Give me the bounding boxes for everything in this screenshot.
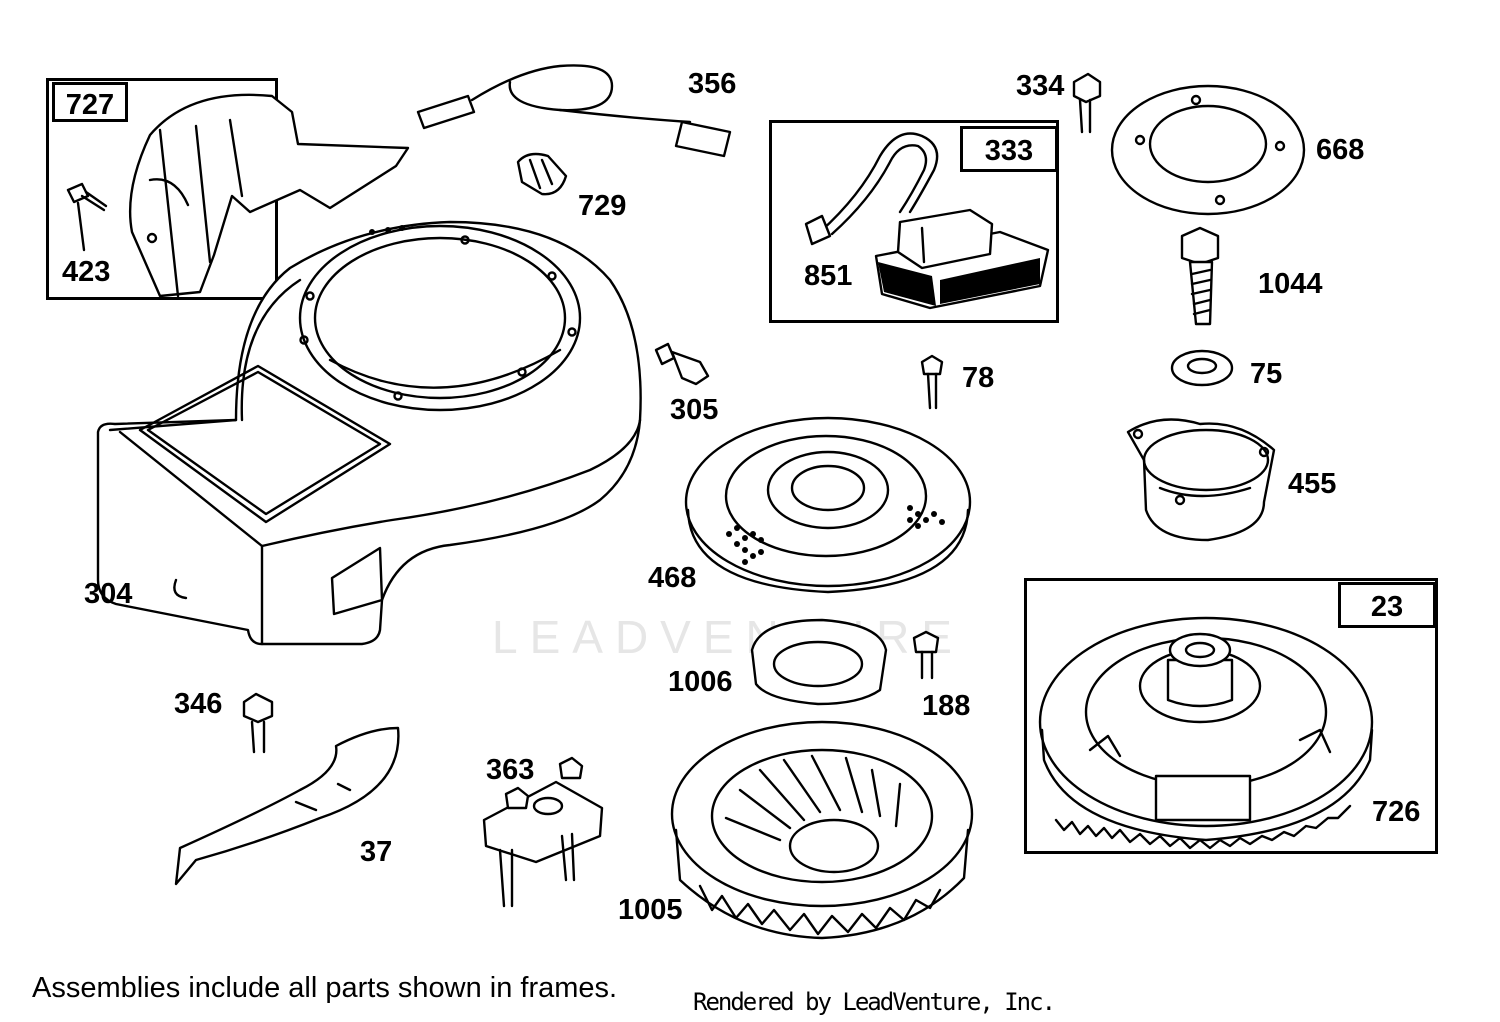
callout-304: 304 xyxy=(84,578,133,610)
bracket-part xyxy=(482,756,604,908)
callout-37: 37 xyxy=(360,836,393,868)
callout-1044: 1044 xyxy=(1258,268,1323,300)
frame-23 xyxy=(1024,578,1438,854)
screw-188-part xyxy=(912,630,940,680)
bolt-1044-part xyxy=(1180,226,1220,326)
assembly-footnote: Assemblies include all parts shown in fr… xyxy=(32,972,618,1004)
screw-423-part xyxy=(66,182,108,252)
callout-851: 851 xyxy=(804,260,853,292)
callout-334: 334 xyxy=(1016,70,1065,102)
frame-333 xyxy=(769,120,1059,323)
callout-75: 75 xyxy=(1250,358,1283,390)
callout-188: 188 xyxy=(922,690,971,722)
deflector-part xyxy=(174,726,400,886)
render-credit: Rendered by LeadVenture, Inc. xyxy=(693,988,1056,1016)
callout-305: 305 xyxy=(670,394,719,426)
washer-part xyxy=(1170,349,1234,387)
cup-part xyxy=(1126,418,1276,542)
bolt-334-part xyxy=(1072,72,1102,134)
plate-part xyxy=(1110,84,1306,216)
callout-726: 726 xyxy=(1372,796,1421,828)
flywheel-part xyxy=(1038,616,1374,850)
wire-harness-part xyxy=(416,64,732,158)
callout-423: 423 xyxy=(62,256,111,288)
callout-468: 468 xyxy=(648,562,697,594)
armature-part xyxy=(804,132,1050,310)
callout-727: 727 xyxy=(52,82,128,122)
callout-1005: 1005 xyxy=(618,894,683,926)
fan-part xyxy=(670,720,974,940)
callout-356: 356 xyxy=(688,68,737,100)
screen-part xyxy=(684,416,972,594)
callout-455: 455 xyxy=(1288,468,1337,500)
callout-23: 23 xyxy=(1338,582,1436,628)
callout-346: 346 xyxy=(174,688,223,720)
callout-668: 668 xyxy=(1316,134,1365,166)
air-guide-part xyxy=(128,93,410,298)
callout-333: 333 xyxy=(960,126,1058,172)
screw-78-part xyxy=(920,354,944,410)
callout-1006: 1006 xyxy=(668,666,733,698)
callout-78: 78 xyxy=(962,362,995,394)
callout-729: 729 xyxy=(578,190,627,222)
bolt-346-part xyxy=(242,692,274,754)
callout-363: 363 xyxy=(486,754,535,786)
grommet-part xyxy=(516,152,568,196)
starter-cup-part xyxy=(750,618,888,706)
blower-housing-part xyxy=(96,220,642,646)
screw-305-part xyxy=(654,342,710,386)
